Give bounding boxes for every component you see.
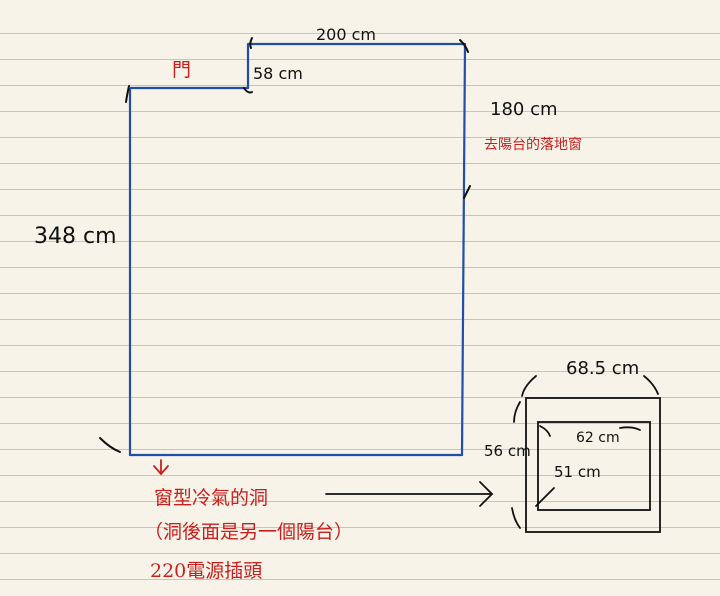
aircon-inner-height-label: 51 cm xyxy=(554,463,601,481)
dimension-ticks xyxy=(99,37,471,453)
down-arrow-icon xyxy=(153,459,169,476)
note-220v-outlet: 220電源插頭 xyxy=(150,560,263,582)
aircon-dimension-ticks xyxy=(511,375,659,529)
aircon-inner-width-label: 62 cm xyxy=(576,430,620,446)
door-step-label: 58 cm xyxy=(253,64,303,83)
top-width-label: 200 cm xyxy=(316,25,376,44)
aircon-outer-width-label: 68.5 cm xyxy=(566,358,639,379)
note-other-balcony: （洞後面是另一個陽台） xyxy=(144,521,354,543)
door-label: 門 xyxy=(172,59,191,81)
aircon-outer-frame xyxy=(525,397,661,533)
balcony-window-label: 去陽台的落地窗 xyxy=(484,136,582,153)
aircon-inner-frame xyxy=(537,421,651,511)
note-aircon-hole: 窗型冷氣的洞 xyxy=(154,487,269,509)
right-segment-label: 180 cm xyxy=(490,99,558,120)
room-outline xyxy=(128,42,467,457)
aircon-outer-height-label: 56 cm xyxy=(484,442,531,460)
right-arrow-icon xyxy=(325,481,494,507)
left-height-label: 348 cm xyxy=(34,224,117,249)
